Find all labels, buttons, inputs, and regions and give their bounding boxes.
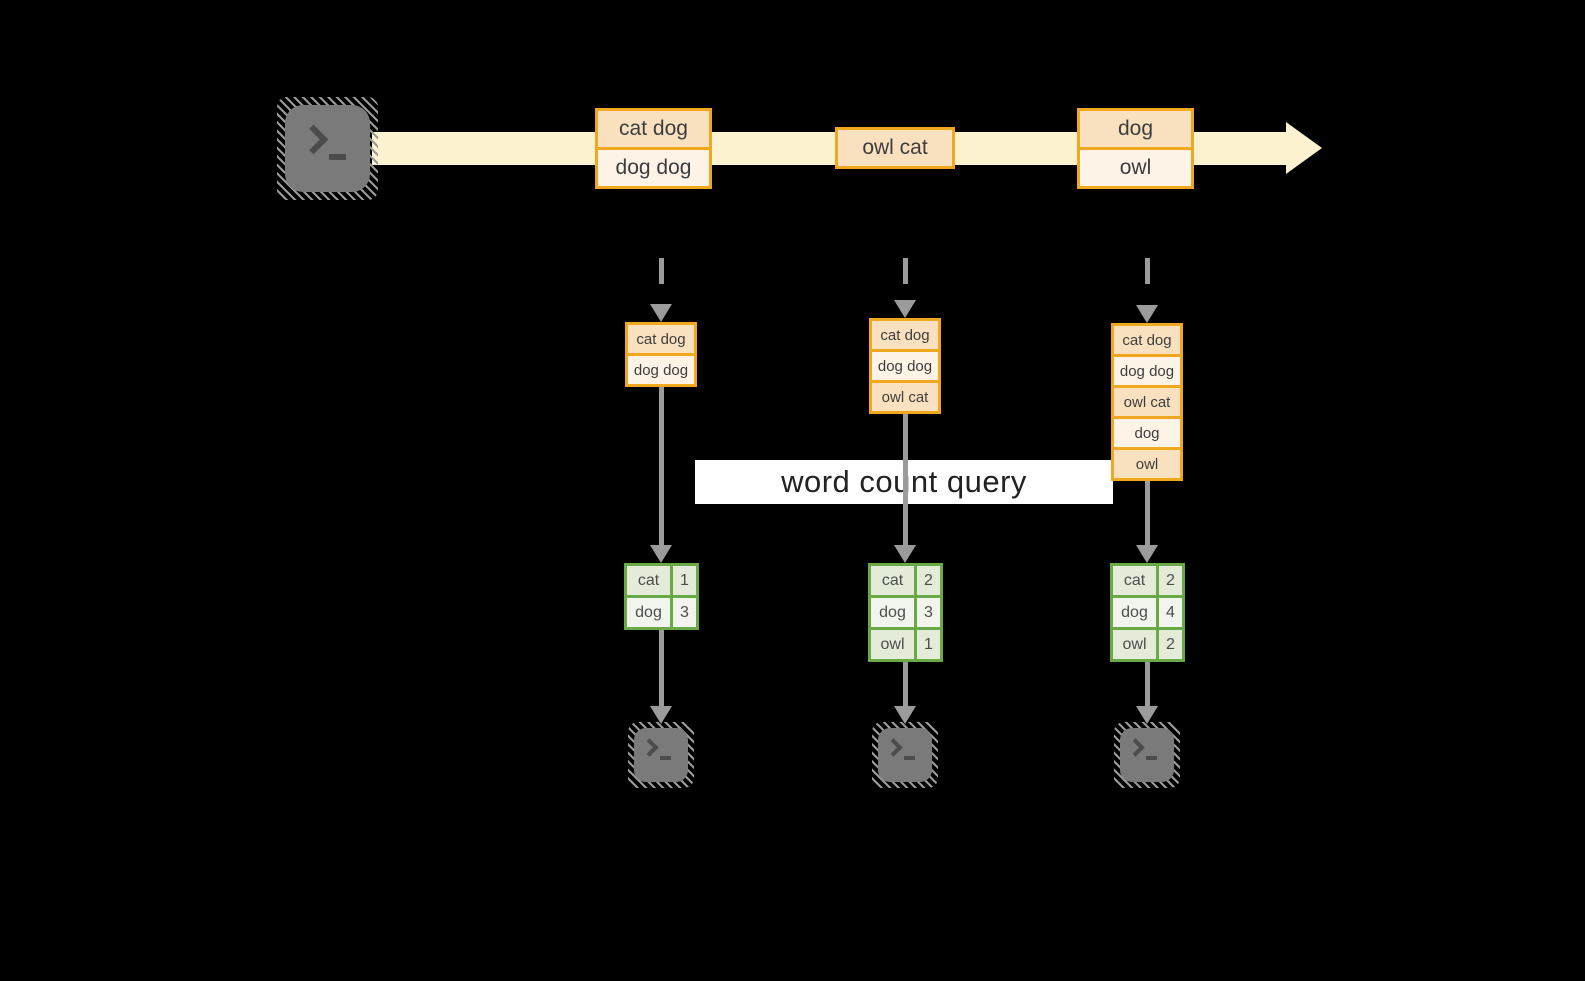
arrowhead-down-icon — [894, 300, 916, 318]
table-row: dog 4 — [1113, 598, 1182, 627]
state-line: cat dog — [872, 321, 938, 349]
terminal-sink-icon-1 — [628, 722, 694, 788]
count-cell: 1 — [673, 566, 696, 595]
terminal-screen — [285, 105, 370, 192]
state-box-2: cat dog dog dog owl cat — [869, 318, 941, 414]
count-cell: 3 — [673, 598, 696, 627]
stream-event-box-3: dog owl — [1077, 108, 1194, 189]
dashed-arrow-line — [903, 258, 908, 294]
terminal-sink-icon-3 — [1114, 722, 1180, 788]
event-line: dog — [1080, 111, 1191, 147]
terminal-source-icon — [277, 97, 378, 200]
count-cell: 2 — [917, 566, 940, 595]
state-box-1: cat dog dog dog — [625, 322, 697, 387]
prompt-chevron-icon — [298, 124, 329, 155]
word-cell: owl — [1113, 630, 1156, 659]
stream-event-box-2: owl cat — [835, 127, 955, 169]
arrow-line — [1145, 662, 1150, 706]
event-line: dog dog — [598, 150, 709, 186]
state-line: cat dog — [628, 325, 694, 353]
prompt-cursor-icon — [1146, 756, 1157, 760]
state-line: dog dog — [1114, 357, 1180, 385]
state-line: owl cat — [1114, 388, 1180, 416]
count-cell: 4 — [1159, 598, 1182, 627]
event-line: owl — [1080, 150, 1191, 186]
word-cell: cat — [1113, 566, 1156, 595]
table-row: cat 2 — [1113, 566, 1182, 595]
arrow-line — [903, 414, 908, 545]
prompt-cursor-icon — [904, 756, 915, 760]
word-cell: cat — [627, 566, 670, 595]
state-line: dog dog — [628, 356, 694, 384]
state-line: owl — [1114, 450, 1180, 478]
state-line: cat dog — [1114, 326, 1180, 354]
dashed-arrow-line — [1145, 258, 1150, 294]
arrow-line — [1145, 481, 1150, 545]
prompt-chevron-icon — [640, 738, 659, 757]
state-box-3: cat dog dog dog owl cat dog owl — [1111, 323, 1183, 481]
arrowhead-down-icon — [650, 304, 672, 322]
arrow-line — [903, 662, 908, 706]
word-cell: owl — [871, 630, 914, 659]
terminal-screen — [1120, 728, 1174, 782]
arrowhead-down-icon — [1136, 545, 1158, 563]
arrowhead-down-icon — [650, 706, 672, 724]
prompt-cursor-icon — [660, 756, 671, 760]
state-line: dog dog — [872, 352, 938, 380]
count-table-1: cat 1 dog 3 — [624, 563, 699, 630]
count-cell: 2 — [1159, 630, 1182, 659]
word-cell: cat — [871, 566, 914, 595]
count-table-3: cat 2 dog 4 owl 2 — [1110, 563, 1185, 662]
word-cell: dog — [627, 598, 670, 627]
word-cell: dog — [1113, 598, 1156, 627]
table-row: owl 2 — [1113, 630, 1182, 659]
arrowhead-down-icon — [1136, 706, 1158, 724]
stream-arrowhead-icon — [1286, 122, 1322, 174]
table-row: owl 1 — [871, 630, 940, 659]
arrowhead-down-icon — [894, 545, 916, 563]
count-cell: 2 — [1159, 566, 1182, 595]
state-line: dog — [1114, 419, 1180, 447]
terminal-screen — [634, 728, 688, 782]
terminal-screen — [878, 728, 932, 782]
table-row: cat 2 — [871, 566, 940, 595]
arrow-line — [659, 387, 664, 545]
prompt-cursor-icon — [329, 154, 346, 160]
arrowhead-down-icon — [1136, 305, 1158, 323]
table-row: dog 3 — [627, 598, 696, 627]
count-table-2: cat 2 dog 3 owl 1 — [868, 563, 943, 662]
event-line: cat dog — [598, 111, 709, 147]
stream-event-box-1: cat dog dog dog — [595, 108, 712, 189]
state-line: owl cat — [872, 383, 938, 411]
arrowhead-down-icon — [650, 545, 672, 563]
dashed-arrow-line — [659, 258, 664, 294]
prompt-chevron-icon — [884, 738, 903, 757]
count-cell: 1 — [917, 630, 940, 659]
count-cell: 3 — [917, 598, 940, 627]
word-cell: dog — [871, 598, 914, 627]
table-row: cat 1 — [627, 566, 696, 595]
prompt-chevron-icon — [1126, 738, 1145, 757]
arrow-line — [659, 630, 664, 706]
arrowhead-down-icon — [894, 706, 916, 724]
terminal-sink-icon-2 — [872, 722, 938, 788]
table-row: dog 3 — [871, 598, 940, 627]
event-line: owl cat — [838, 130, 952, 166]
